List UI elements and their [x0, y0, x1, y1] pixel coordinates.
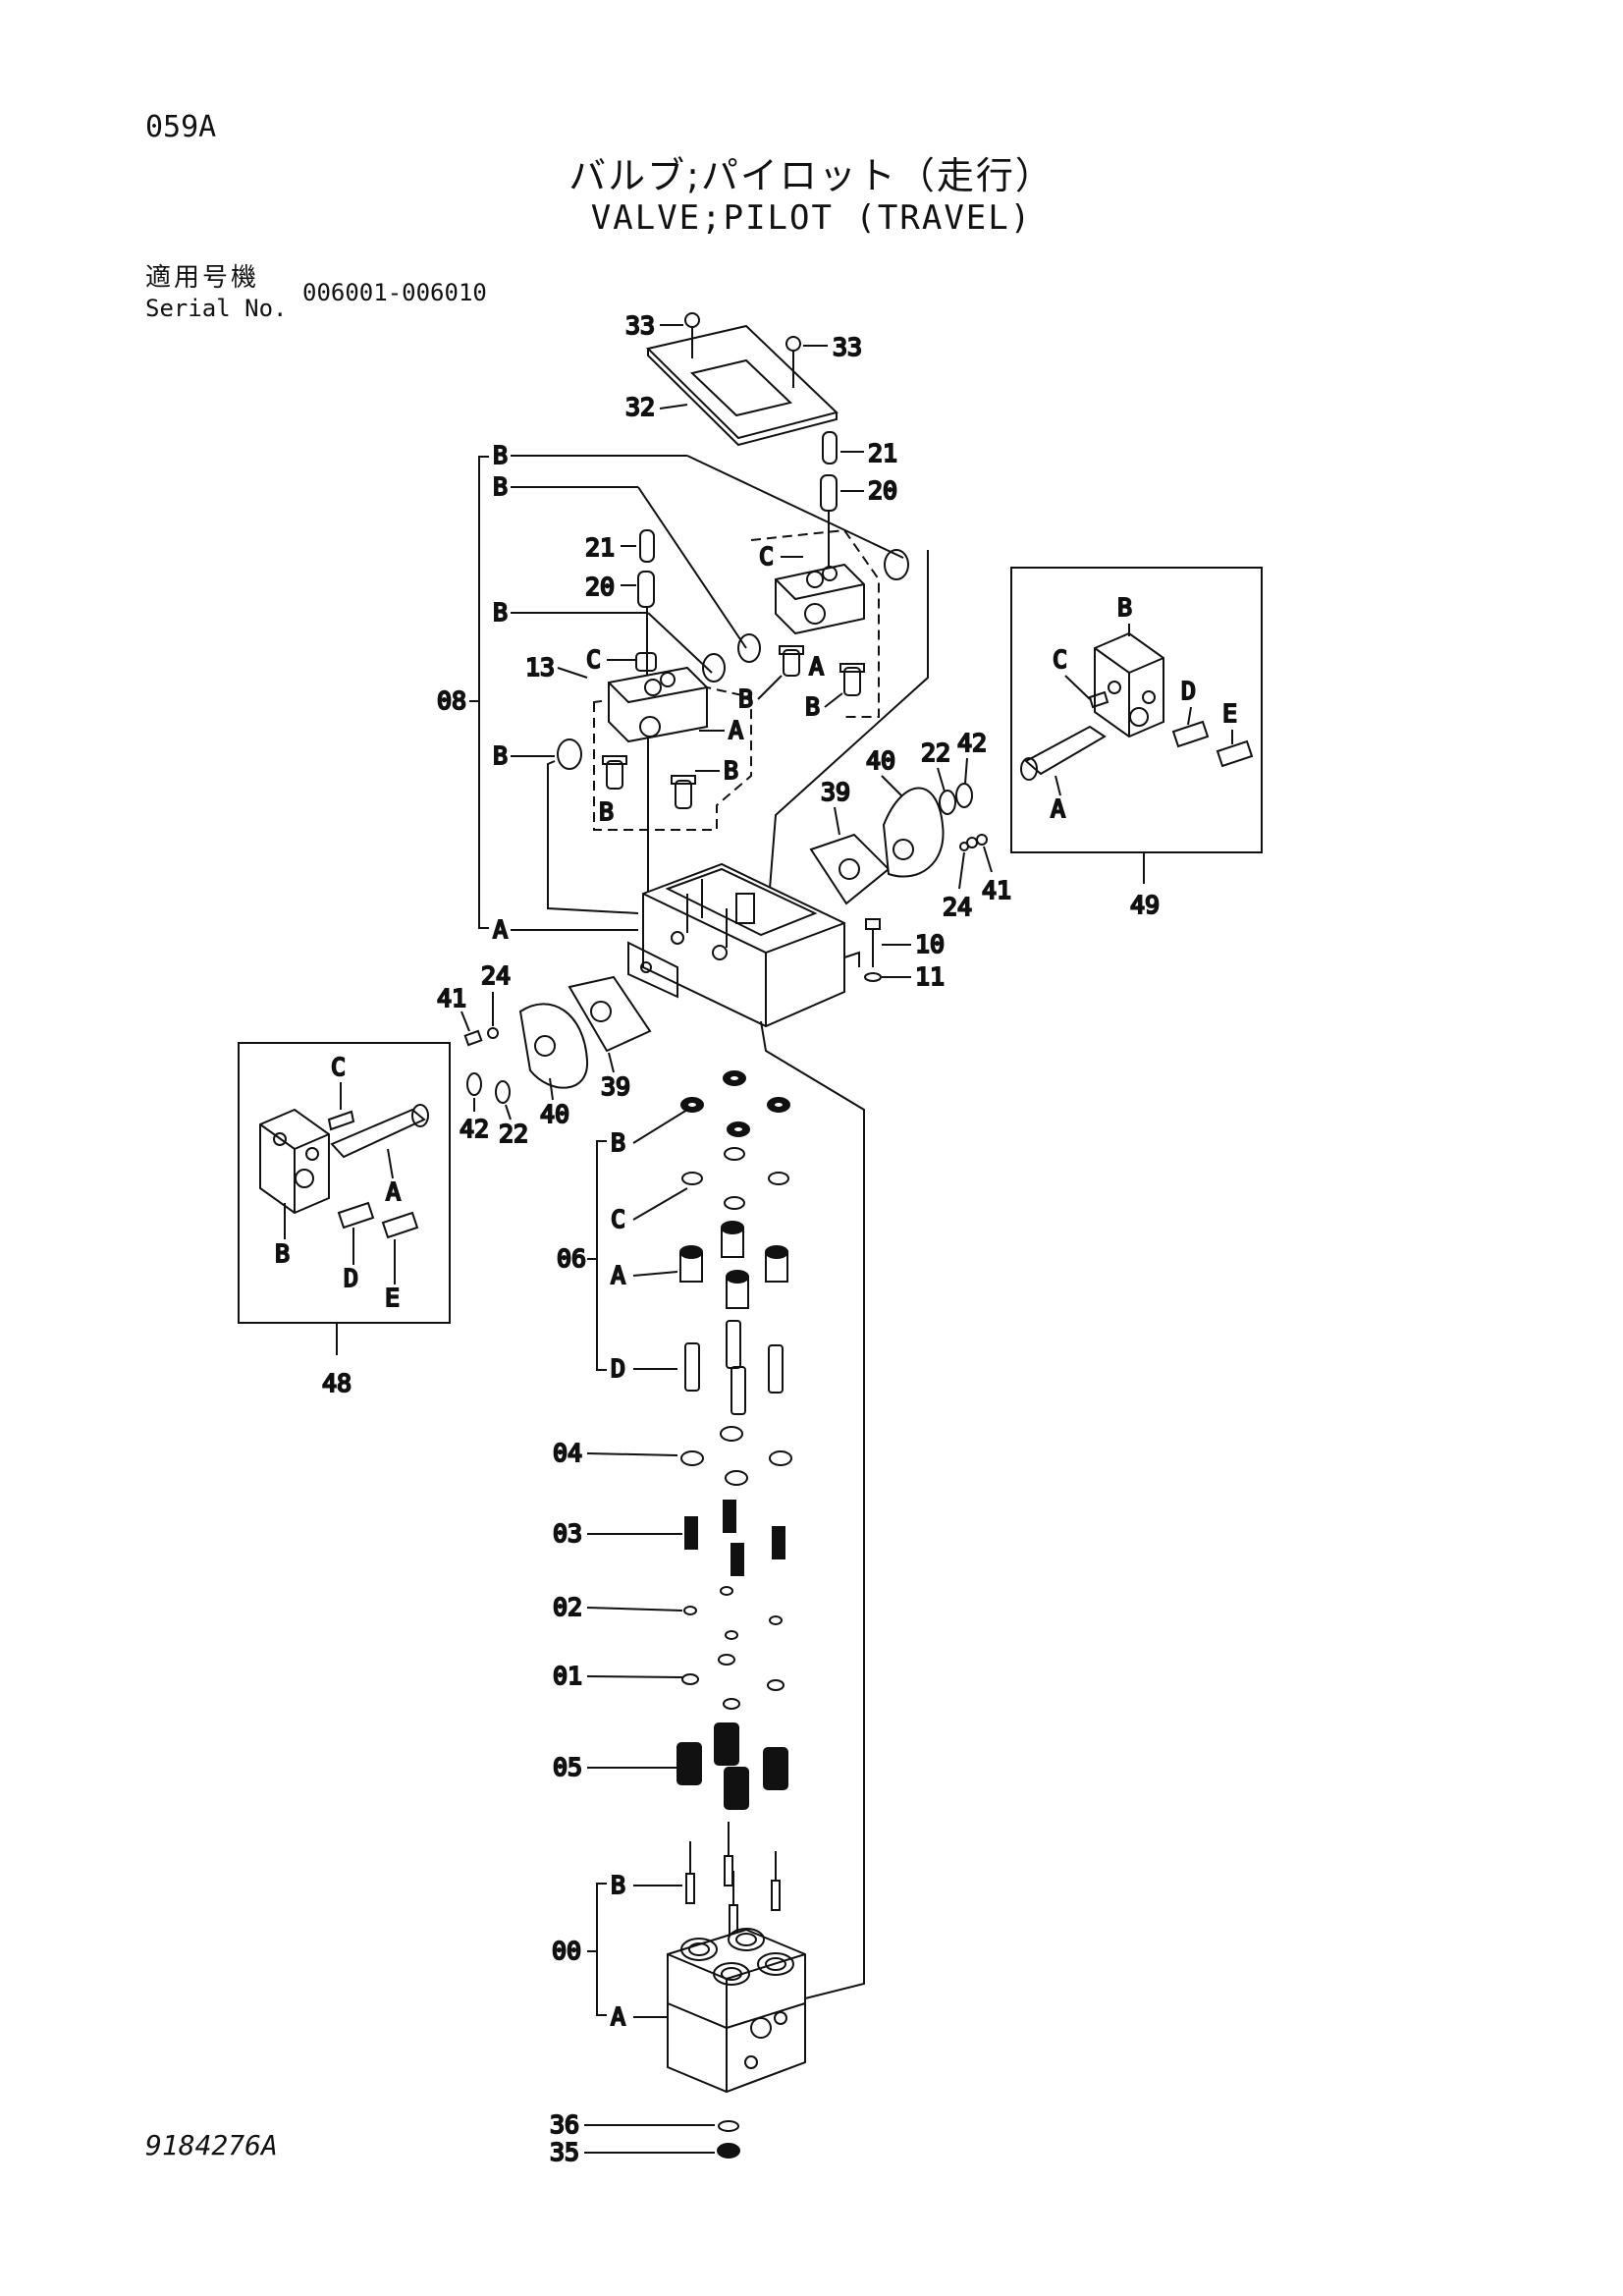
lever-bracket-13: 13 C A B B [524, 633, 761, 831]
callout-13-a: A [729, 716, 743, 744]
callout-03: 03 [553, 1519, 582, 1548]
callout-13-b2: B [724, 756, 738, 785]
cover-plate-assembly: 33 33 32 [624, 310, 863, 447]
callout-22-right: 22 [921, 738, 950, 767]
callout-39-right: 39 [821, 778, 850, 806]
callout-32: 32 [625, 393, 655, 421]
callout-06-c: C [611, 1205, 625, 1233]
callout-05: 05 [553, 1753, 582, 1781]
callout-08-b1: B [493, 441, 508, 469]
callout-33-right: 33 [833, 333, 862, 361]
callout-08-b2: B [493, 472, 508, 501]
page-code: 059A [145, 110, 217, 144]
casing-body [627, 862, 860, 1028]
serial-label-english: Serial No. [145, 295, 288, 322]
callout-41-left: 41 [437, 984, 466, 1012]
callout-21-left: 21 [585, 533, 615, 562]
callout-08-a: A [493, 915, 508, 944]
callout-right-a: A [809, 652, 824, 681]
callout-06-d: D [611, 1354, 625, 1383]
group-00-body: 00 B A 36 35 [549, 1822, 806, 2167]
callout-40-right: 40 [866, 746, 895, 775]
callout-13: 13 [525, 653, 555, 682]
pin-set-left: 21 20 [584, 529, 655, 678]
callout-49-e: E [1222, 699, 1237, 728]
callout-13-b1: B [599, 797, 614, 826]
callout-48: 48 [322, 1369, 352, 1397]
title-english: VALVE;PILOT (TRAVEL) [590, 198, 1033, 238]
cam-assembly-left: 41 24 39 40 42 22 [436, 960, 652, 1149]
cam-assembly-right: 39 40 22 42 24 41 [809, 728, 1012, 922]
callout-48-d: D [344, 1264, 358, 1292]
callout-49-b: B [1117, 593, 1132, 622]
callout-42-right: 42 [957, 729, 987, 757]
title-japanese: バルブ;パイロット（走行） [568, 154, 1055, 197]
callout-24-right: 24 [943, 893, 972, 921]
callout-right-b2: B [805, 692, 820, 721]
callout-24-left: 24 [481, 961, 511, 990]
callout-06: 06 [557, 1244, 586, 1273]
callout-22-left: 22 [499, 1120, 528, 1148]
callout-40-left: 40 [540, 1100, 569, 1128]
callout-48-b: B [275, 1239, 290, 1268]
callout-08-b4: B [493, 741, 508, 770]
serial-range: 006001-006010 [302, 279, 487, 306]
callout-49-a: A [1051, 794, 1065, 823]
callout-right-c: C [759, 542, 774, 571]
callout-13-c: C [586, 645, 601, 674]
callout-48-e: E [385, 1284, 400, 1312]
callout-49: 49 [1130, 891, 1160, 919]
group-08-bracket: 08 B B B B A [436, 440, 929, 945]
inset-49: 49 B C D E A [1010, 567, 1263, 920]
lever-bracket-right: C A B B [737, 528, 909, 722]
serial-label-japanese: 適用号機 [145, 263, 260, 293]
group-06: 06 B C A D [556, 1070, 790, 1415]
inset-48: 48 C A B D E [238, 1042, 451, 1398]
callout-00-a: A [611, 2002, 625, 2031]
callout-04: 04 [553, 1439, 582, 1467]
callout-11: 11 [915, 962, 945, 991]
callout-10: 10 [915, 930, 945, 958]
construction-line [760, 1020, 865, 2004]
callout-02: 02 [553, 1593, 582, 1621]
callout-35: 35 [550, 2138, 579, 2166]
callout-06-b: B [611, 1128, 625, 1157]
callout-00-b: B [611, 1871, 625, 1899]
stacked-parts: 04 03 02 01 05 [552, 1426, 792, 1810]
callout-42-left: 42 [460, 1115, 489, 1143]
document-number: 9184276A [145, 2129, 278, 2161]
callout-right-b1: B [738, 684, 753, 713]
callout-20-left: 20 [585, 573, 615, 601]
callout-48-a: A [386, 1177, 401, 1206]
callout-49-d: D [1181, 677, 1196, 705]
callout-06-a: A [611, 1261, 625, 1289]
callout-36: 36 [550, 2110, 579, 2139]
callout-00: 00 [552, 1937, 581, 1965]
bolt-10-washer-11: 10 11 [864, 918, 946, 992]
callout-21-right: 21 [868, 439, 897, 467]
callout-39-left: 39 [601, 1072, 630, 1101]
callout-41-right: 41 [982, 876, 1011, 904]
callout-49-c: C [1053, 645, 1067, 674]
callout-01: 01 [553, 1662, 582, 1690]
callout-33-left: 33 [625, 311, 655, 340]
callout-20-right: 20 [868, 476, 897, 505]
callout-08-b3: B [493, 598, 508, 627]
callout-08: 08 [437, 686, 466, 715]
callout-48-c: C [331, 1053, 346, 1081]
pin-set-right: 21 20 [820, 431, 898, 589]
